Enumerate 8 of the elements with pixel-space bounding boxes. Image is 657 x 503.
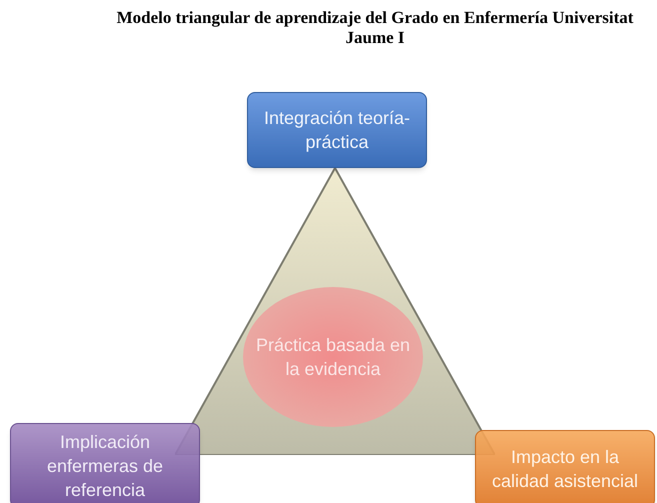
node-text: Impacto en la calidad asistencial (490, 446, 640, 493)
rounded-box (247, 92, 427, 168)
node-text: Implicación enfermeras de referencia (46, 430, 164, 502)
node-text: Práctica basada en la evidencia (254, 334, 412, 381)
rounded-box (10, 423, 200, 503)
rounded-box (475, 430, 655, 503)
node-text: Integración teoría-práctica (262, 107, 412, 154)
title: Modelo triangular de aprendizaje del Grado en Enfermería Universitat Jaume I (116, 8, 634, 48)
